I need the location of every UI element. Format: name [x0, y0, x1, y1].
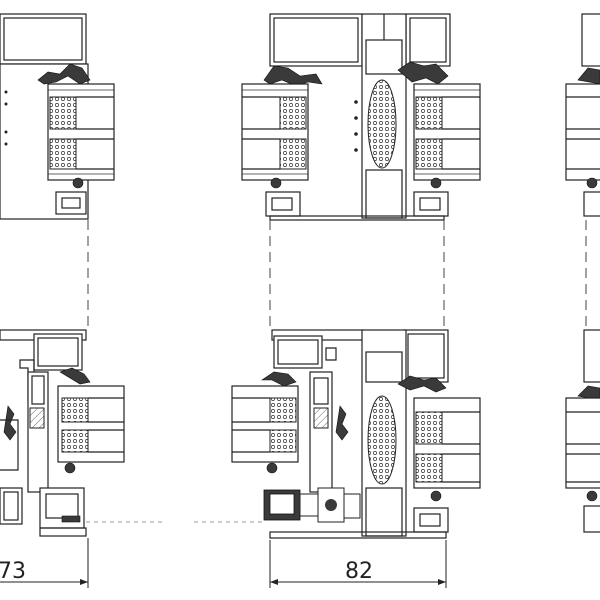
screw-marks-center	[354, 100, 358, 152]
bottom-right-frame-section	[565, 329, 600, 533]
dimension-label-73: 73	[0, 559, 26, 584]
dimension-left: 73	[0, 538, 89, 588]
hardware-lock-block	[263, 487, 361, 523]
top-center-mullion-section	[241, 13, 481, 221]
dimension-center: 82	[269, 540, 447, 588]
top-left-frame-section	[0, 13, 115, 220]
top-right-frame-section	[565, 13, 600, 217]
bottom-center-mullion-section	[194, 329, 481, 539]
bottom-left-sash-section	[0, 329, 162, 537]
dimension-label-82: 82	[345, 559, 373, 584]
screw-marks-left	[4, 90, 8, 146]
break-lines	[87, 220, 587, 330]
